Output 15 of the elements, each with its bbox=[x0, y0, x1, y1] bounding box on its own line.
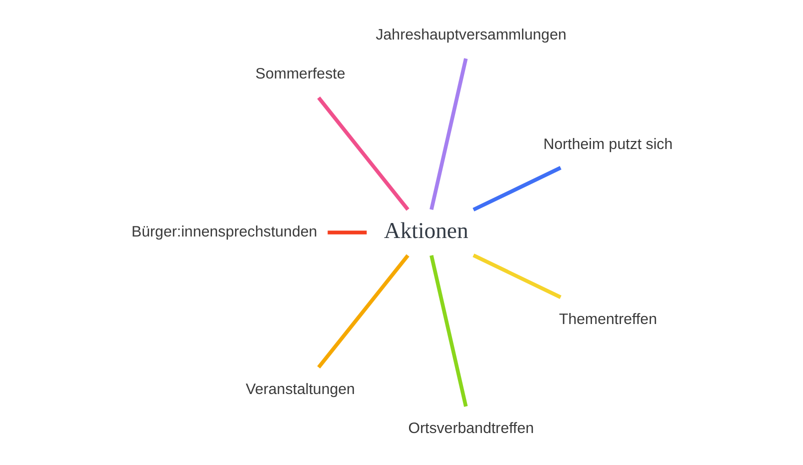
connector bbox=[429, 255, 468, 407]
node-text: Sommerfeste bbox=[254, 66, 345, 83]
connector bbox=[472, 166, 561, 212]
connector bbox=[472, 254, 561, 299]
node-text: Thementreffen bbox=[558, 310, 656, 328]
connector bbox=[327, 230, 366, 234]
node-text: Northeim putzt sich bbox=[542, 136, 672, 153]
node-text: Aktionen bbox=[384, 218, 468, 244]
node-text: Veranstaltungen bbox=[245, 381, 354, 398]
connector bbox=[316, 254, 409, 368]
connector bbox=[316, 96, 409, 211]
node-text: Jahreshauptversammlungen bbox=[375, 26, 566, 44]
connector bbox=[429, 58, 468, 210]
node-text: Bürger:innensprechstunden bbox=[131, 223, 317, 240]
node-text: Ortsverbandtreffen bbox=[408, 420, 534, 438]
